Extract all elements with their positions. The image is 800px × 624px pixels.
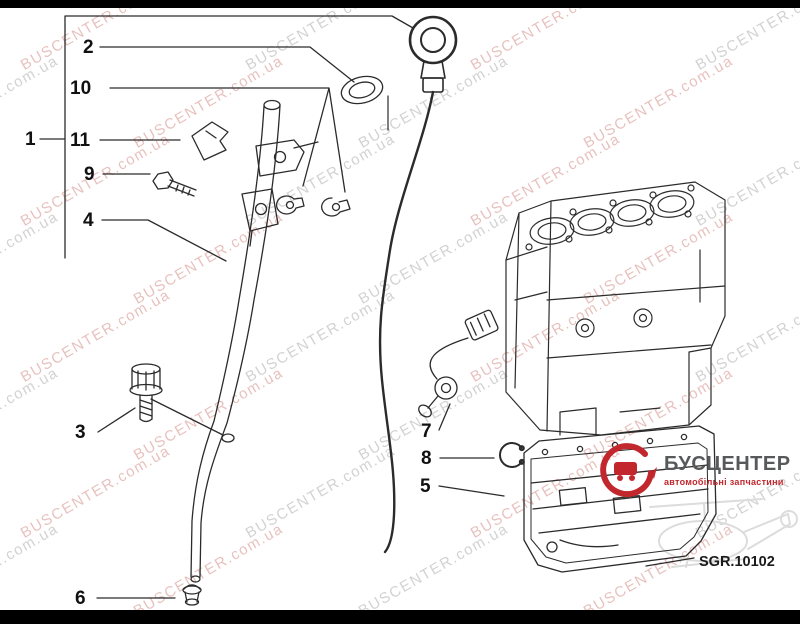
bolt-3-drawing — [129, 363, 163, 423]
callout-8: 8 — [421, 448, 432, 469]
callout-2: 2 — [83, 37, 94, 58]
grommet-drawing — [182, 584, 202, 606]
callout-10: 10 — [70, 78, 91, 99]
callout-numbers: 1 2 10 11 9 4 3 6 7 8 5 — [25, 37, 432, 609]
letterbox-top — [0, 0, 800, 8]
buscenter-logo: БУСЦЕНТЕР автомобільні запчастини — [599, 441, 791, 499]
callout-6: 6 — [75, 588, 86, 609]
circlip-drawing — [498, 442, 525, 468]
sensor-drawing — [418, 309, 499, 418]
logo-name: БУСЦЕНТЕР — [664, 453, 791, 475]
callout-7: 7 — [421, 421, 432, 442]
clip-11-drawing — [191, 121, 229, 161]
buscenter-emblem-icon — [600, 443, 657, 498]
callout-5: 5 — [420, 476, 431, 497]
clip-parts-drawing — [275, 195, 351, 217]
callout-4: 4 — [83, 210, 94, 231]
leader-lines — [39, 15, 695, 599]
part-code-label: SGR.10102 — [699, 554, 775, 570]
helicopter-watermark-icon — [649, 498, 798, 568]
bolt-9-drawing — [152, 171, 197, 197]
callout-1: 1 — [25, 129, 36, 150]
callout-9: 9 — [84, 164, 95, 185]
letterbox-bottom — [0, 610, 800, 624]
engine-block-drawing — [505, 181, 726, 436]
dipstick-tube-drawing — [190, 99, 319, 583]
logo-tagline: автомобільні запчастини — [664, 477, 784, 487]
callout-11: 11 — [70, 130, 91, 151]
dipstick-drawing — [378, 15, 458, 554]
o-ring-drawing — [340, 75, 384, 105]
callout-3: 3 — [75, 422, 86, 443]
oil-pan-drawing — [523, 425, 717, 573]
